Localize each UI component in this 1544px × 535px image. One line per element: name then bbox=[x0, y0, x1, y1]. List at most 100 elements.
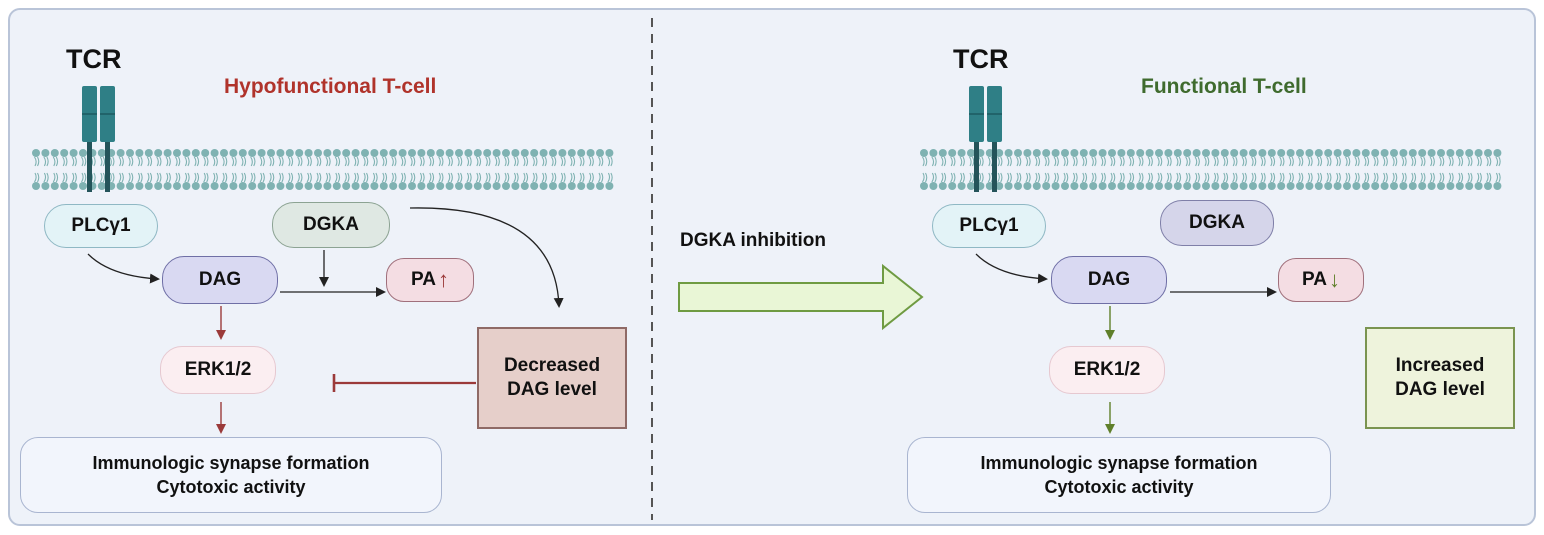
lipid-head bbox=[473, 182, 482, 190]
outcome-right-line2: Cytotoxic activity bbox=[1044, 477, 1194, 497]
lipid-tail bbox=[1316, 172, 1323, 183]
lipid-tail bbox=[1034, 156, 1041, 167]
lipid-head bbox=[201, 149, 210, 157]
lipid-tail bbox=[931, 172, 937, 183]
pa-increase-arrow-icon: ↑ bbox=[437, 267, 449, 292]
lipid-head bbox=[1493, 182, 1502, 190]
lipid-tail bbox=[447, 156, 453, 167]
lipid-tail bbox=[410, 172, 416, 183]
lipid-head bbox=[1484, 182, 1492, 190]
lipid-head bbox=[173, 149, 181, 157]
lipid-tail bbox=[231, 156, 237, 167]
lipid-tail bbox=[1194, 172, 1200, 183]
lipid-tail bbox=[391, 172, 397, 183]
lipid-head bbox=[342, 149, 351, 157]
lipid-head bbox=[182, 149, 191, 157]
lipid-head bbox=[238, 182, 247, 190]
lipid-tail bbox=[931, 156, 937, 167]
lipid-head bbox=[483, 182, 492, 190]
lipid-tail bbox=[175, 156, 181, 167]
lipid-head bbox=[558, 149, 567, 157]
lipid-tail bbox=[1429, 156, 1435, 167]
lipid-head bbox=[191, 149, 200, 157]
lipid-head bbox=[50, 182, 59, 190]
lipid-tail bbox=[551, 156, 557, 167]
lipid-tail bbox=[1439, 156, 1445, 167]
lipid-tail bbox=[353, 172, 359, 183]
lipid-tail bbox=[316, 172, 322, 183]
lipid-tail bbox=[1204, 172, 1210, 183]
lipid-tail bbox=[1213, 172, 1219, 183]
lipid-tail bbox=[1128, 156, 1135, 167]
lipid-head bbox=[1155, 182, 1163, 190]
dag-node-right: DAG bbox=[1051, 256, 1167, 304]
lipid-tail bbox=[1363, 172, 1370, 183]
lipid-tail bbox=[344, 172, 350, 183]
lipid-tail bbox=[1044, 172, 1050, 183]
lipid-head bbox=[295, 149, 304, 157]
lipid-head bbox=[79, 182, 87, 190]
lipid-tail bbox=[287, 172, 294, 183]
lipid-head bbox=[605, 182, 614, 190]
lipid-head bbox=[520, 182, 529, 190]
tcr-label-left: TCR bbox=[66, 44, 122, 74]
lipid-head bbox=[1173, 182, 1182, 190]
lipid-head bbox=[1183, 182, 1192, 190]
lipid-head bbox=[351, 182, 360, 190]
lipid-head bbox=[1014, 182, 1022, 190]
lipid-head bbox=[483, 149, 492, 157]
lipid-head bbox=[304, 182, 313, 190]
outcome-box-right: Immunologic synapse formation Cytotoxic … bbox=[907, 437, 1331, 513]
lipid-head bbox=[948, 149, 957, 157]
lipid-head bbox=[1314, 149, 1323, 157]
lipid-head bbox=[1061, 149, 1069, 157]
membrane-left bbox=[32, 149, 614, 190]
lipid-head bbox=[41, 182, 50, 190]
lipid-tail bbox=[1006, 156, 1012, 167]
lipid-head bbox=[464, 182, 473, 190]
lipid-head bbox=[144, 182, 153, 190]
lipid-tail bbox=[1081, 156, 1088, 167]
lipid-tail bbox=[1251, 156, 1257, 167]
lipid-head bbox=[220, 149, 228, 157]
increased-dag-line2: DAG level bbox=[1395, 379, 1485, 400]
lipid-tail bbox=[184, 156, 190, 167]
lipid-head bbox=[995, 182, 1004, 190]
lipid-head bbox=[182, 182, 191, 190]
lipid-tail bbox=[193, 172, 200, 183]
lipid-tail bbox=[222, 172, 228, 183]
lipid-head bbox=[163, 182, 172, 190]
lipid-head bbox=[967, 182, 975, 190]
lipid-tail bbox=[165, 172, 171, 183]
lipid-tail bbox=[400, 156, 406, 167]
lipid-tail bbox=[1157, 172, 1163, 183]
lipid-head bbox=[248, 149, 257, 157]
lipid-head bbox=[502, 182, 510, 190]
erk12-node-right: ERK1/2 bbox=[1049, 346, 1165, 394]
lipid-head bbox=[1305, 149, 1314, 157]
lipid-head bbox=[1192, 182, 1201, 190]
lipid-tail bbox=[1147, 156, 1153, 167]
lipid-tail bbox=[1345, 172, 1351, 183]
membrane-right bbox=[920, 149, 1502, 190]
lipid-head bbox=[332, 182, 341, 190]
lipid-tail bbox=[156, 172, 162, 183]
lipid-tail bbox=[71, 172, 77, 183]
lipid-head bbox=[1352, 182, 1361, 190]
lipid-tail bbox=[43, 172, 49, 183]
lipid-tail bbox=[1034, 172, 1041, 183]
lipid-tail bbox=[1429, 172, 1435, 183]
lipid-head bbox=[1032, 149, 1041, 157]
lipid-tail bbox=[987, 172, 994, 183]
lipid-head bbox=[1455, 149, 1464, 157]
lipid-head bbox=[1108, 149, 1116, 157]
lipid-head bbox=[1061, 182, 1069, 190]
lipid-head bbox=[276, 182, 285, 190]
lipid-head bbox=[304, 149, 313, 157]
lipid-head bbox=[577, 182, 586, 190]
lipid-tail bbox=[137, 172, 143, 183]
lipid-head bbox=[596, 149, 604, 157]
lipid-tail bbox=[203, 156, 209, 167]
lipid-tail bbox=[513, 156, 519, 167]
lipid-tail bbox=[269, 156, 275, 167]
